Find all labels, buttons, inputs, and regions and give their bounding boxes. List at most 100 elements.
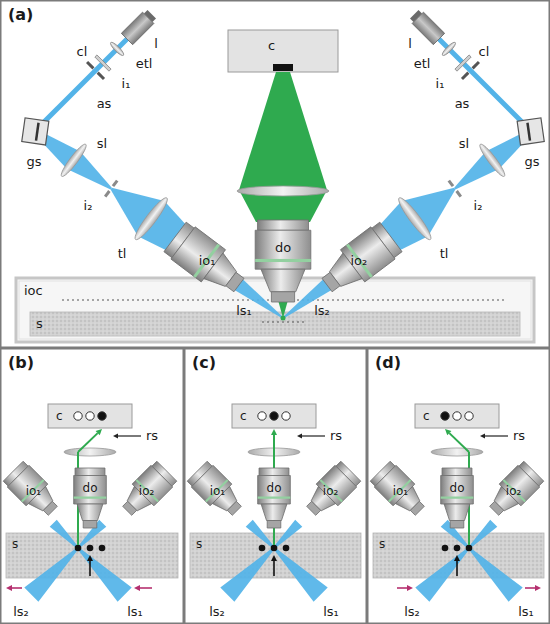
part-label: l <box>408 36 412 52</box>
objective-lens: do <box>257 468 291 528</box>
cylindrical-lens <box>95 55 111 71</box>
motion-arrow <box>12 587 22 589</box>
objective-lens: do <box>254 220 312 302</box>
emission-beam <box>239 72 327 222</box>
camera-pixel <box>465 412 473 420</box>
detection-lens <box>431 448 483 456</box>
objective-tip <box>44 502 58 516</box>
part-label: ls₁ <box>236 303 252 319</box>
sample-point <box>99 545 106 552</box>
objective-cone <box>444 504 470 521</box>
figure-panel: (c)cio₁doio₂s <box>184 348 367 624</box>
detection-lens <box>64 448 116 456</box>
objective-lens: io₂ <box>338 221 380 301</box>
cylindrical-lens <box>455 55 471 71</box>
laser <box>144 10 156 22</box>
part-label: do <box>83 480 98 496</box>
camera-box: c <box>48 404 132 428</box>
image-plane <box>112 180 119 187</box>
scan-lens <box>58 142 88 179</box>
scan-arrow <box>89 561 91 576</box>
objective-band <box>255 259 311 262</box>
sample-point <box>87 545 94 552</box>
objective-body <box>255 230 311 269</box>
part-label: sl <box>459 136 469 152</box>
objective-tip <box>450 521 464 529</box>
part-label: i₁ <box>122 76 131 92</box>
motion-arrow <box>525 587 535 589</box>
part-label: s <box>379 536 385 552</box>
objective-lens: io₂ <box>498 463 530 519</box>
part-label: rs <box>330 428 342 444</box>
scan-arrow <box>87 555 93 561</box>
objective-drawing <box>257 468 291 528</box>
sample-band: s <box>30 312 520 336</box>
part-label: io₁ <box>199 253 216 269</box>
shutter-arrow <box>297 434 302 439</box>
part-label: s <box>36 316 43 332</box>
objective-body <box>441 476 474 505</box>
objective-lens: io₂ <box>131 463 163 519</box>
laser-arm <box>406 6 538 138</box>
light-beam <box>415 520 497 602</box>
camera-pixel <box>258 412 266 420</box>
camera-box: c <box>415 404 499 428</box>
sample-band: s <box>190 533 361 578</box>
immersion-chamber: ioc s <box>16 278 534 342</box>
camera-pixel <box>74 412 82 420</box>
aperture-slit <box>472 61 480 69</box>
galvo-scanner <box>517 118 544 145</box>
part-label: rs <box>146 428 158 444</box>
light-beam <box>35 37 129 131</box>
sample-point <box>271 545 278 552</box>
panel-letter: (b) <box>8 353 34 373</box>
shutter-arrow <box>485 435 508 436</box>
illumination-arm <box>283 6 545 319</box>
motion-arrow <box>140 587 152 589</box>
part-label: as <box>455 96 470 112</box>
part-label: as <box>97 96 112 112</box>
galvo-scanner <box>22 118 49 145</box>
part-label: c <box>56 408 63 424</box>
objective-lens: do <box>440 468 474 528</box>
scan-panel <box>6 412 152 602</box>
objective-lens: io₁ <box>384 463 416 519</box>
part-label: ls₂ <box>404 604 420 620</box>
objective-tip <box>228 502 242 516</box>
part-label: ls₁ <box>127 604 143 620</box>
image-plane <box>448 180 462 198</box>
objective-cone <box>261 504 287 521</box>
objective-collar <box>442 468 472 476</box>
figure-panel: (d)cio₁doio₂s <box>367 348 550 624</box>
galvo-scanner <box>517 118 544 145</box>
scan-lens <box>477 142 507 179</box>
camera-box: c <box>232 404 316 428</box>
objective-tip <box>83 521 97 529</box>
part-label: ls₁ <box>518 604 534 620</box>
sample-point <box>442 545 449 552</box>
image-plane <box>448 180 455 187</box>
objective-drawing <box>73 468 107 528</box>
tube-lens <box>395 195 434 243</box>
part-label: gs <box>524 154 539 170</box>
scan-mirror <box>36 123 39 141</box>
part-label: io₁ <box>210 483 226 499</box>
part-label: c <box>240 408 247 424</box>
camera-pixel <box>86 412 94 420</box>
focus-spot <box>281 316 286 321</box>
focal-plane-line <box>262 322 304 323</box>
part-label: ioc <box>24 283 43 299</box>
shutter-arrow <box>480 434 485 439</box>
camera-pixel <box>453 412 461 420</box>
emission-ray <box>96 429 102 435</box>
part-label: ls₁ <box>323 604 339 620</box>
part-label: do <box>267 480 282 496</box>
part-label: io₂ <box>139 483 155 499</box>
part-label: l <box>154 36 158 52</box>
camera-pixel <box>282 412 290 420</box>
objective-tip <box>322 272 340 291</box>
image-plane <box>104 190 111 197</box>
camera-body <box>48 404 132 428</box>
camera-pixel <box>441 412 449 420</box>
